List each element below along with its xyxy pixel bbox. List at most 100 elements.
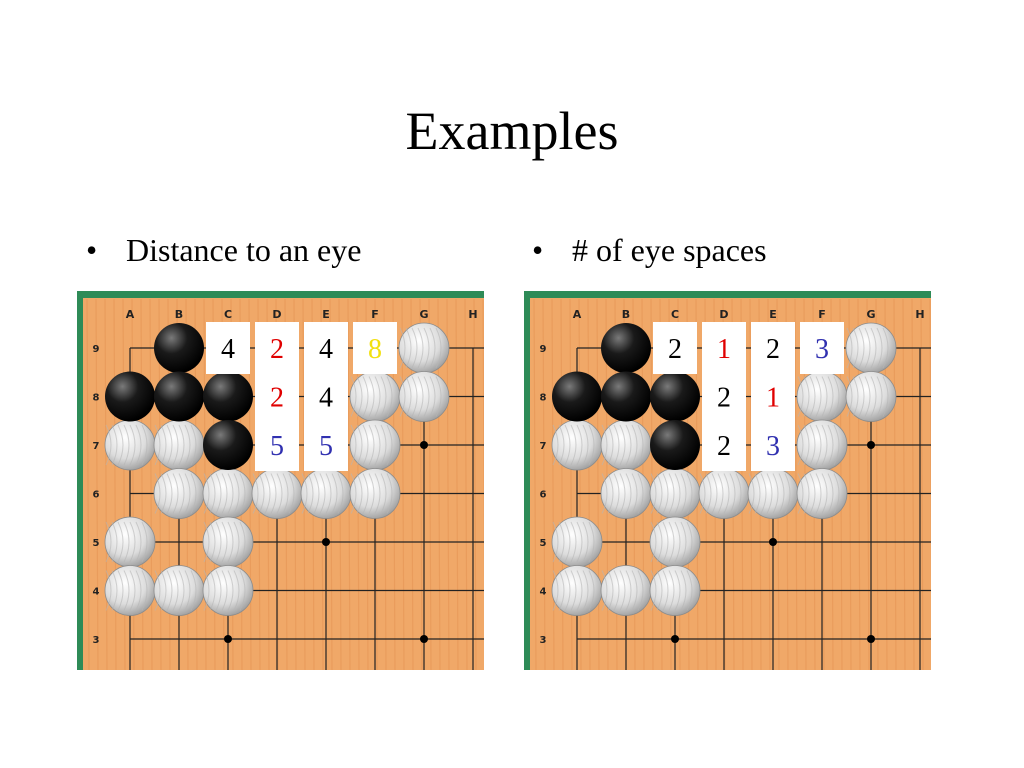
eye-label-card: [800, 322, 844, 374]
white-stone-stripe: [564, 570, 571, 611]
white-stone-body: [202, 565, 254, 616]
white-stone-stripe: [784, 473, 791, 514]
row-label: 8: [540, 393, 547, 404]
black-stone-B8: [601, 371, 651, 422]
eye-label-value: 4: [319, 334, 333, 365]
white-stone-stripe: [650, 570, 657, 611]
white-stone-stripe: [215, 473, 222, 514]
eye-label-D8: 2: [255, 370, 299, 423]
white-stone-stripe: [423, 327, 430, 369]
black-stone-B9: [154, 323, 204, 373]
row-label: 4: [540, 587, 547, 598]
white-stone-stripe: [141, 424, 148, 466]
white-stone-stripe: [270, 473, 277, 514]
white-stone-stripe: [821, 424, 828, 466]
row-label: 5: [93, 538, 100, 549]
white-stone-stripe: [288, 473, 295, 514]
row-label: 7: [93, 441, 100, 452]
eye-label-card: [353, 322, 397, 374]
row-label: 8: [93, 393, 100, 404]
eye-label-E8: 1: [751, 370, 795, 423]
white-stone-stripe: [368, 473, 375, 514]
white-stone-stripe: [374, 473, 381, 514]
white-stone-stripe: [576, 521, 583, 563]
white-stone-stripe: [178, 570, 185, 611]
white-stone-stripe: [735, 473, 742, 514]
white-stone-stripe: [166, 473, 173, 514]
white-stone-stripe: [203, 521, 210, 563]
grain-line: [911, 298, 915, 670]
white-stone-A7: [104, 419, 156, 471]
eye-label-value: 1: [717, 334, 731, 365]
white-stone-stripe: [613, 473, 620, 514]
white-stone-stripe: [233, 521, 240, 563]
white-stone-stripe: [650, 521, 657, 563]
white-stone-stripe: [601, 424, 608, 466]
white-stone-stripe: [570, 424, 577, 466]
white-stone-stripe: [668, 473, 675, 514]
white-stone-stripe: [582, 570, 589, 611]
white-stone-stripe: [833, 376, 840, 417]
eye-label-value: 1: [766, 383, 780, 414]
eye-label-card: [751, 370, 795, 423]
white-stone-stripe: [607, 473, 614, 514]
eye-label-value: 2: [717, 431, 731, 462]
grain-line: [86, 298, 90, 670]
eye-label-card: [702, 370, 746, 423]
grain-line: [893, 298, 897, 670]
grain-line: [920, 298, 924, 670]
white-stone-stripe: [117, 521, 124, 563]
white-stone-stripe: [184, 424, 191, 466]
col-label: B: [175, 308, 183, 321]
white-stone-stripe: [570, 570, 577, 611]
eye-label-value: 5: [319, 431, 333, 462]
grain-line: [533, 298, 537, 670]
white-stone-stripe: [374, 376, 381, 417]
white-stone-stripe: [350, 376, 357, 417]
white-stone-A4: [104, 565, 156, 616]
white-stone-stripe: [711, 473, 718, 514]
white-stone-C4: [202, 565, 254, 616]
eye-label-value: 4: [221, 334, 235, 365]
white-stone-A7: [551, 419, 603, 471]
white-stone-stripe: [637, 570, 644, 611]
white-stone-stripe: [111, 521, 118, 563]
white-stone-stripe: [399, 327, 406, 369]
white-stone-A5: [104, 516, 156, 568]
white-stone-stripe: [123, 570, 130, 611]
col-label: H: [468, 308, 477, 321]
white-stone-stripe: [809, 424, 816, 466]
grain-line: [446, 298, 450, 670]
white-stone-B6: [600, 468, 652, 519]
eye-label-card: [751, 419, 795, 471]
eye-label-value: 3: [815, 334, 829, 365]
row-label: 3: [93, 635, 100, 646]
white-stone-stripe: [209, 521, 216, 563]
white-stone-stripe: [748, 473, 755, 514]
white-stone-stripe: [778, 473, 785, 514]
white-stone-stripe: [809, 473, 816, 514]
white-stone-stripe: [686, 570, 693, 611]
white-stone-stripe: [656, 473, 663, 514]
white-stone-stripe: [399, 376, 406, 417]
white-stone-stripe: [129, 424, 136, 466]
white-stone-stripe: [607, 570, 614, 611]
eye-label-F9: 3: [800, 322, 844, 374]
white-stone-A5: [551, 516, 603, 568]
eye-label-D7: 2: [702, 419, 746, 471]
grain-line: [482, 298, 484, 596]
bullet-text: Distance to an eye: [126, 232, 362, 268]
star-point: [420, 635, 428, 643]
white-stone-stripe: [803, 473, 810, 514]
eye-label-E9: 4: [304, 322, 348, 374]
white-stone-F7: [796, 419, 848, 471]
eye-label-D9: 1: [702, 322, 746, 374]
eye-label-card: [255, 419, 299, 471]
star-point: [769, 538, 777, 546]
col-label: A: [126, 308, 135, 321]
col-label: E: [322, 308, 330, 321]
white-stone-stripe: [631, 570, 638, 611]
eye-label-D7: 5: [255, 419, 299, 471]
white-stone-stripe: [613, 570, 620, 611]
